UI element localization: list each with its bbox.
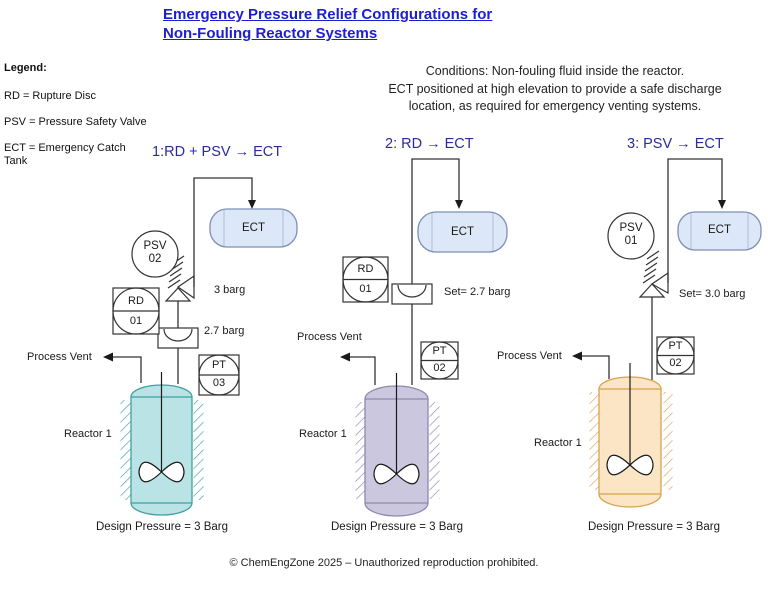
conditions-text: Conditions: Non-fouling fluid inside the… bbox=[340, 63, 768, 116]
psv-valve-symbol bbox=[638, 250, 669, 298]
jacket-hatching bbox=[589, 392, 599, 490]
pt-instrument-bubble bbox=[656, 336, 695, 375]
arrow-down-icon bbox=[455, 200, 463, 209]
process-vent-line bbox=[349, 356, 376, 385]
ect-tank bbox=[677, 211, 762, 251]
jacket-hatching bbox=[355, 402, 366, 499]
process-vent-line bbox=[581, 355, 610, 379]
ect-tank bbox=[417, 211, 508, 253]
config3-diagram bbox=[572, 158, 762, 508]
config1-diagram bbox=[103, 177, 298, 516]
legend-item-rd: RD = Rupture Disc bbox=[4, 90, 97, 102]
psv-instrument-bubble bbox=[607, 212, 655, 260]
reactor-vessel bbox=[589, 363, 673, 508]
page-title-line2: Non-Fouling Reactor Systems bbox=[163, 25, 378, 42]
psv-tag-line1: PSV bbox=[143, 240, 167, 252]
rd-tag-line1: RD bbox=[128, 295, 144, 307]
rd-instrument-bubble bbox=[342, 256, 389, 303]
spring-icon bbox=[642, 250, 660, 284]
agitator bbox=[606, 363, 654, 476]
discharge-line bbox=[667, 158, 723, 283]
discharge-line bbox=[411, 158, 460, 284]
psv-set-pressure-label: 3 barg bbox=[214, 284, 246, 296]
pt-tag-line1: PT bbox=[432, 345, 447, 357]
legend-item-psv: PSV = Pressure Safety Valve bbox=[4, 116, 147, 128]
design-pressure-label: Design Pressure = 3 Barg bbox=[96, 521, 228, 533]
conditions-line2: ECT positioned at high elevation to prov… bbox=[388, 81, 722, 96]
jacket-hatching bbox=[429, 402, 440, 499]
jacket-hatching bbox=[663, 392, 673, 490]
legend-item-ect: ECT = Emergency Catch Tank bbox=[4, 142, 126, 167]
rd-set-pressure-label: Set= 2.7 barg bbox=[444, 286, 511, 298]
process-vent-label: Process Vent bbox=[27, 351, 92, 363]
psv-valve-symbol bbox=[164, 255, 195, 302]
design-pressure-label: Design Pressure = 3 Barg bbox=[588, 521, 720, 533]
rd-tag-line1: RD bbox=[357, 263, 374, 275]
reactor-label: Reactor 1 bbox=[534, 437, 582, 449]
arrow-left-icon bbox=[103, 352, 113, 362]
config1-heading: 1:RD + PSV → ECT bbox=[152, 144, 283, 160]
psv-tag-line2: 02 bbox=[148, 253, 162, 265]
rd-tag-line2: 01 bbox=[129, 315, 143, 327]
rd-instrument-bubble bbox=[112, 287, 160, 335]
conditions-line3: location, as required for emergency vent… bbox=[408, 99, 702, 113]
reactor-vessel bbox=[120, 372, 204, 516]
discharge-line bbox=[193, 177, 253, 287]
conditions-line1: Conditions: Non-fouling fluid inside the… bbox=[425, 64, 685, 78]
footer-copyright: © ChemEngZone 2025 – Unauthorized reprod… bbox=[229, 557, 539, 569]
psv-set-pressure-label: Set= 3.0 barg bbox=[679, 288, 746, 300]
agitator bbox=[138, 372, 185, 483]
config2-diagram bbox=[340, 158, 508, 517]
arrow-left-icon bbox=[572, 351, 582, 361]
ect-label: ECT bbox=[242, 222, 265, 234]
jacket-hatching bbox=[120, 400, 131, 500]
arrow-down-icon bbox=[248, 200, 256, 209]
process-vent-label: Process Vent bbox=[497, 350, 562, 362]
pt-instrument-bubble bbox=[420, 341, 459, 380]
psv-tag-line2: 01 bbox=[624, 235, 638, 247]
reactor-label: Reactor 1 bbox=[299, 428, 347, 440]
pt-tag-line1: PT bbox=[211, 359, 227, 371]
jacket-hatching bbox=[193, 400, 204, 500]
arrow-down-icon bbox=[718, 200, 726, 209]
arrow-left-icon bbox=[340, 352, 350, 362]
rupture-disc-symbol bbox=[391, 283, 433, 305]
process-vent-label: Process Vent bbox=[297, 331, 362, 343]
config2-heading: 2: RD → ECT bbox=[385, 136, 474, 152]
page-title-line1: Emergency Pressure Relief Configurations… bbox=[163, 6, 493, 23]
pt-tag-line2: 03 bbox=[212, 377, 226, 389]
rd-set-pressure-label: 2.7 barg bbox=[204, 325, 245, 337]
reactor-vessel bbox=[355, 373, 440, 517]
rd-tag-line2: 01 bbox=[359, 283, 372, 295]
pt-instrument-bubble bbox=[198, 354, 240, 396]
ect-label: ECT bbox=[451, 226, 474, 238]
ect-label: ECT bbox=[708, 224, 731, 236]
design-pressure-label: Design Pressure = 3 Barg bbox=[331, 521, 463, 533]
pt-tag-line2: 02 bbox=[669, 357, 682, 369]
psv-tag-line1: PSV bbox=[619, 222, 643, 234]
process-vent-line bbox=[112, 356, 142, 383]
agitator bbox=[373, 373, 420, 485]
pt-tag-line2: 02 bbox=[433, 362, 446, 374]
rupture-disc-symbol bbox=[157, 327, 199, 349]
psv-instrument-bubble bbox=[131, 230, 179, 278]
config3-heading: 3: PSV → ECT bbox=[627, 136, 724, 152]
ect-tank bbox=[209, 208, 298, 248]
pt-tag-line1: PT bbox=[668, 340, 683, 352]
legend-heading: Legend: bbox=[4, 62, 47, 74]
reactor-label: Reactor 1 bbox=[64, 428, 112, 440]
